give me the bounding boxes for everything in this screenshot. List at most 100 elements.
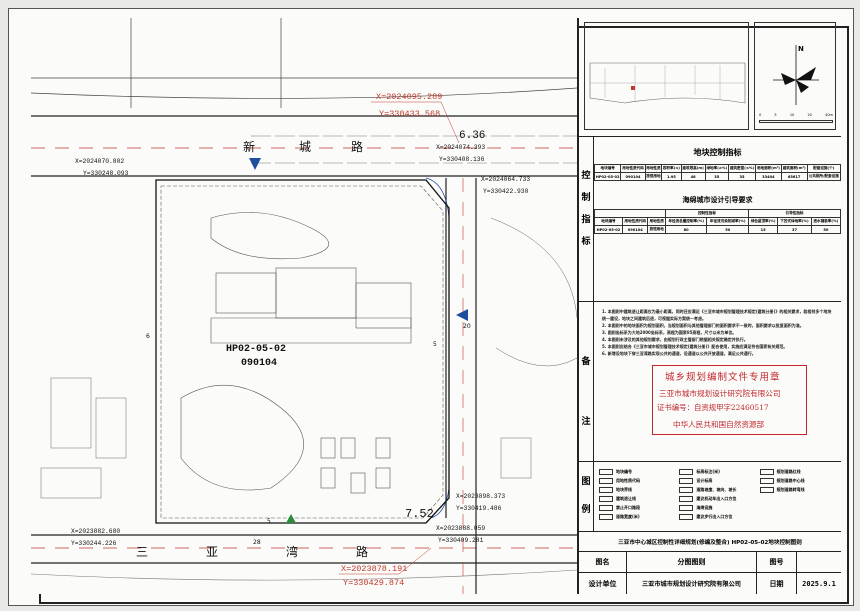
notes-section: 备注 1. 本图则中建筑退让距离仅为最小距离，同时还应满足《三亚市城市规划管理技… <box>579 301 841 462</box>
legend-item: 道路坡度、坡向、坡长 <box>679 485 755 494</box>
legend-label: 用地性质代码 <box>616 477 640 483</box>
coordinate-y: Y=330422.930 <box>483 188 529 195</box>
south-road-name: 三 亚 湾 路 <box>136 544 368 559</box>
coordinate-y: Y=330248.093 <box>83 170 129 177</box>
setback-line <box>160 185 444 519</box>
stamp-line: 三亚市城市规划设计研究院有限公司 <box>659 389 781 398</box>
scale-tick: 5 <box>774 113 777 117</box>
design-unit-label: 设计单位 <box>579 573 627 594</box>
table-cell: 50 <box>706 225 749 234</box>
stamp-line: 中华人民共和国自然资源部 <box>673 420 765 429</box>
wind-rose-icon <box>773 45 819 105</box>
table-cell: 35 <box>727 172 757 181</box>
site-location-marker <box>631 86 635 90</box>
note-item: 5. 本图则应结合《三亚市城市规划管理技术规定(建筑分册)》配合使用，实施应满足… <box>602 344 788 349</box>
legend-item: 禁止开口路段 <box>599 503 675 512</box>
column-header: 年径流污染削减率(%) <box>706 217 749 226</box>
scale-tick: 40m <box>825 113 833 117</box>
legend-symbol-icon <box>759 477 774 484</box>
legend-item: 建议步行出入口方位 <box>679 512 755 521</box>
road-char: 亚 <box>206 545 218 559</box>
legend-item: 道路宽度(米) <box>599 512 675 521</box>
legend-label: 地块编号 <box>616 468 632 474</box>
legend-label: 规划道路中心线 <box>776 477 805 483</box>
legend-item: 标高标注(米) <box>679 467 755 476</box>
elevation-label: 7.52 <box>405 507 434 521</box>
legend-symbol-icon <box>679 477 694 484</box>
road-char: 湾 <box>286 544 298 559</box>
note-item: 1. 本图则中建筑退让距离仅为最小距离，同时还应满足《三亚市城市规划管理技术规定… <box>602 309 832 321</box>
column-header: 用地性质代码 <box>621 217 649 226</box>
side-char: 标 <box>581 237 591 247</box>
column-header: 用地性质 <box>647 217 666 226</box>
dimension-label: 5 <box>433 341 437 348</box>
north-label: N <box>798 45 804 53</box>
table-cell: 旅馆用地 <box>647 225 666 234</box>
legend-item: 规划道路红线 <box>759 467 836 476</box>
sponge-table-title: 海绵城市设计引导要求 <box>682 196 753 204</box>
road-char: 路 <box>351 139 363 154</box>
coordinate-y: Y=330429.874 <box>343 578 404 588</box>
sponge-table: 控制性指标引导性指标 地块编号用地性质代码用地性质年径流总量控制率(%)年径流污… <box>594 209 842 234</box>
side-char: 备 <box>581 357 591 367</box>
coordinate-y: Y=330433.568 <box>379 109 440 119</box>
column-header: 容积率(≤) <box>661 164 682 173</box>
dimension-label: 28 <box>253 539 261 546</box>
group-header: 控制性指标 <box>664 209 749 218</box>
drawing-name-label: 图名 <box>579 552 627 572</box>
legend-label: 海绵设施 <box>696 504 713 510</box>
legend-label: 标高标注(米) <box>696 468 720 474</box>
north-road-name: 新 城 路 <box>243 139 363 154</box>
legend-label: 道路宽度(米) <box>616 513 640 519</box>
date-label: 日期 <box>757 573 797 594</box>
legend-list: 地块编号用地性质代码地块界线建筑退让线禁止开口路段道路宽度(米)标高标注(米)设… <box>593 462 841 532</box>
legend-symbol-icon <box>759 468 774 475</box>
coordinate-x: X=2024064.733 <box>481 176 530 183</box>
table-cell: 65617 <box>780 172 808 181</box>
control-table: 地块编号用地性质代码用地性质容积率(≤)建筑限高(m)绿地率(≥%)建筑密度(≤… <box>593 164 842 181</box>
column-header: 用地面积(m²) <box>755 164 782 173</box>
column-header: 年径流总量控制率(%) <box>664 217 708 226</box>
column-header: 绿地率(≥%) <box>704 164 729 173</box>
column-header: 地块编号 <box>594 217 623 226</box>
project-title: 三亚市中心城区控制性详细规划(修编及整合) HP02-05-02地块控制图则 <box>579 531 841 551</box>
parcel-id: HP02-05-02 <box>226 344 286 355</box>
group-header: 引导性指标 <box>747 209 842 218</box>
legend-label: 建议机动车出入口方位 <box>696 495 737 501</box>
coordinate-y: Y=330419.486 <box>456 505 502 512</box>
legend-label: 建筑退让线 <box>616 495 636 501</box>
south-road <box>31 534 577 581</box>
drawing-name-value: 分图图则 <box>627 552 757 572</box>
coordinate-x: X=2024095.289 <box>376 92 442 102</box>
table-cell: 公共厕所/配套设施 <box>806 172 842 181</box>
date-value: 2025.9.1 <box>802 579 836 588</box>
stamp-line: 城乡规划编制文件专用章 <box>665 372 781 383</box>
vehicle-entrance-arrow-icon <box>456 309 468 321</box>
legend-item: 建筑退让线 <box>599 494 675 503</box>
legend-label: 道路坡度、坡向、坡长 <box>696 486 737 492</box>
table-cell: 50 <box>810 225 842 234</box>
legend-label: 规划道路转弯线 <box>776 486 805 492</box>
side-char: 指 <box>581 215 591 225</box>
road-char: 城 <box>299 140 311 154</box>
legend-symbol-icon <box>599 504 613 511</box>
legend-item: 建议机动车出入口方位 <box>679 494 755 503</box>
road-char: 路 <box>356 544 368 559</box>
note-item: 3. 图则坐标系为大地2000坐标系，高程为国家85高程，尺寸以米为单位。 <box>602 330 737 335</box>
table-cell: 48 <box>680 172 706 181</box>
parcel-boundary <box>155 179 450 524</box>
table-cell: 1.95 <box>661 172 682 181</box>
legend-label: 规划道路红线 <box>776 468 801 474</box>
stamp-line: 证书编号：自资规甲字22460517 <box>657 403 769 412</box>
legend-symbol-icon <box>759 486 774 493</box>
buildings <box>180 212 412 494</box>
road-char: 新 <box>243 139 255 154</box>
coordinate-y: Y=330244.226 <box>71 540 117 547</box>
site-map: 新 城 路 三 亚 湾 路 HP02-05-02 090104 6.36 7.5… <box>31 18 577 594</box>
table-cell: HP02-05-02 <box>594 225 623 234</box>
column-header: 地块编号 <box>593 164 622 173</box>
control-section: 控制指标 地块控制指标 地块编号用地性质代码用地性质容积率(≤)建筑限高(m)绿… <box>579 136 842 302</box>
column-header: 用地性质 <box>644 164 663 173</box>
